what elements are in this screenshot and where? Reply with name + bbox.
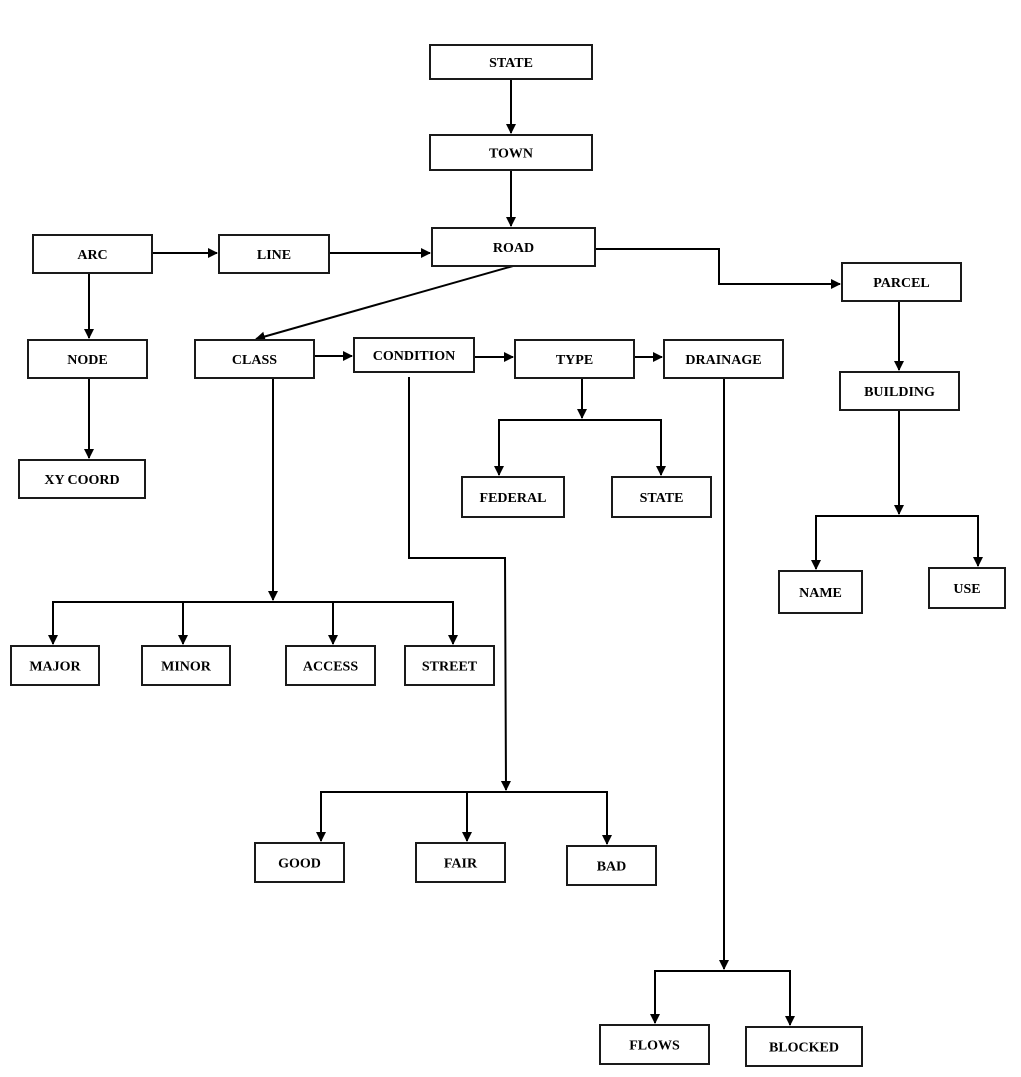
edge-split-major xyxy=(48,601,273,645)
node-box xyxy=(841,262,962,302)
node-label: TYPE xyxy=(556,353,593,368)
node-box xyxy=(32,234,153,274)
node-label: STATE xyxy=(640,491,684,506)
node-layer: STATE TOWN ROAD ARC LINE PARCEL NODE XY COORD CL… xyxy=(10,44,1006,1067)
connector-layer xyxy=(48,79,983,1026)
node-box xyxy=(141,645,231,686)
node-box xyxy=(429,134,593,171)
node-box xyxy=(18,459,146,499)
node-fair: FAIR xyxy=(415,842,506,883)
node-label: STREET xyxy=(422,660,478,675)
edge-split-blocked xyxy=(724,970,795,1026)
edge-split-street xyxy=(273,601,458,645)
edge-split-federal xyxy=(494,419,582,476)
node-class: CLASS xyxy=(194,339,315,379)
node-box xyxy=(839,371,960,411)
node-xy-coord: XY COORD xyxy=(18,459,146,499)
node-box xyxy=(285,645,376,686)
node-label: FEDERAL xyxy=(480,491,547,506)
node-label: FLOWS xyxy=(629,1039,680,1054)
node-label: ARC xyxy=(77,248,107,263)
node-label: BUILDING xyxy=(864,385,935,400)
node-box xyxy=(663,339,784,379)
node-box xyxy=(353,337,475,373)
edge-split-state xyxy=(582,419,666,476)
node-label: BAD xyxy=(597,860,627,875)
node-label: USE xyxy=(953,582,980,597)
node-building: BUILDING xyxy=(839,371,960,411)
node-access: ACCESS xyxy=(285,645,376,686)
node-label: MAJOR xyxy=(29,660,81,675)
node-minor: MINOR xyxy=(141,645,231,686)
node-parcel: PARCEL xyxy=(841,262,962,302)
node-box xyxy=(218,234,330,274)
node-flows: FLOWS xyxy=(599,1024,710,1065)
node-label: CLASS xyxy=(232,353,277,368)
node-line: LINE xyxy=(218,234,330,274)
node-use: USE xyxy=(928,567,1006,609)
node-box xyxy=(778,570,863,614)
node-label: XY COORD xyxy=(44,473,119,488)
node-name: NAME xyxy=(778,570,863,614)
edge-split-flows xyxy=(650,970,724,1024)
node-box xyxy=(254,842,345,883)
node-state-top: STATE xyxy=(429,44,593,80)
node-label: NAME xyxy=(799,586,842,601)
node-box xyxy=(745,1026,863,1067)
node-arc: ARC xyxy=(32,234,153,274)
node-box xyxy=(461,476,565,518)
edge-split-use xyxy=(899,515,983,567)
node-label: CONDITION xyxy=(373,349,455,364)
node-label: PARCEL xyxy=(873,276,930,291)
node-type: TYPE xyxy=(514,339,635,379)
node-label: BLOCKED xyxy=(769,1041,839,1056)
node-label: TOWN xyxy=(489,147,533,162)
node-box xyxy=(404,645,495,686)
node-box xyxy=(194,339,315,379)
node-blocked: BLOCKED xyxy=(745,1026,863,1067)
node-box xyxy=(611,476,712,518)
node-label: ACCESS xyxy=(303,660,358,675)
node-box xyxy=(599,1024,710,1065)
node-label: MINOR xyxy=(161,660,212,675)
node-box xyxy=(928,567,1006,609)
node-condition: CONDITION xyxy=(353,337,475,373)
node-box xyxy=(415,842,506,883)
edge-split-name xyxy=(811,515,899,570)
node-drainage: DRAINAGE xyxy=(663,339,784,379)
node-box xyxy=(431,227,596,267)
node-good: GOOD xyxy=(254,842,345,883)
node-label: GOOD xyxy=(278,857,321,872)
node-box xyxy=(10,645,100,686)
edge-road-parcel xyxy=(595,248,841,289)
node-node: NODE xyxy=(27,339,148,379)
node-state-type: STATE xyxy=(611,476,712,518)
node-box xyxy=(429,44,593,80)
node-box xyxy=(27,339,148,379)
node-bad: BAD xyxy=(566,845,657,886)
node-major: MAJOR xyxy=(10,645,100,686)
node-label: NODE xyxy=(67,353,107,368)
node-label: ROAD xyxy=(493,241,534,256)
node-town: TOWN xyxy=(429,134,593,171)
edge-condition-split xyxy=(408,377,511,791)
edge-split-good xyxy=(316,791,506,842)
node-label: DRAINAGE xyxy=(685,353,761,368)
node-label: STATE xyxy=(489,56,533,71)
edge-split-bad xyxy=(506,791,612,845)
node-label: FAIR xyxy=(444,857,478,872)
node-label: LINE xyxy=(257,248,291,263)
node-road: ROAD xyxy=(431,227,596,267)
node-box xyxy=(566,845,657,886)
node-federal: FEDERAL xyxy=(461,476,565,518)
node-street: STREET xyxy=(404,645,495,686)
edge-road-class xyxy=(255,265,514,342)
node-box xyxy=(514,339,635,379)
